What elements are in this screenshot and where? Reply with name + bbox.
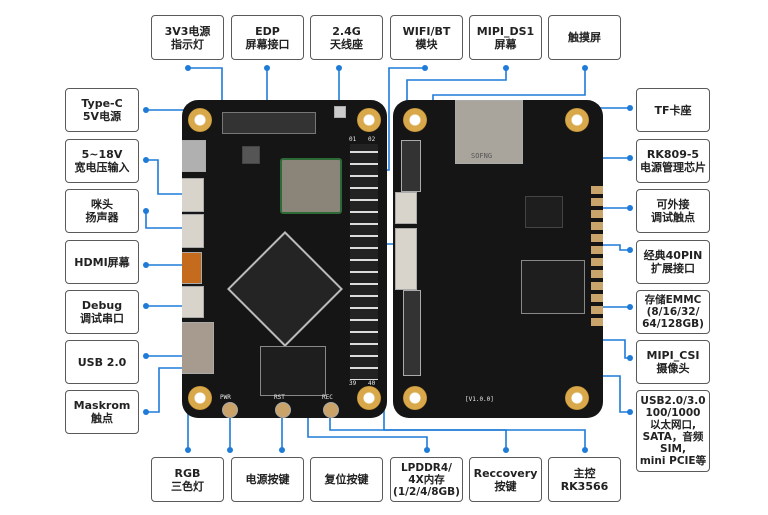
silk-pin-39: 39 — [349, 380, 357, 387]
pin-header — [350, 144, 378, 380]
power-button — [222, 402, 238, 418]
line-wide-voltage — [146, 159, 192, 195]
mount-hole — [357, 108, 381, 132]
mount-hole — [403, 386, 427, 410]
mount-hole — [188, 386, 212, 410]
label-debug-pads: 可外接调试触点 — [636, 189, 710, 233]
silk-pin-02: 02 — [368, 136, 376, 143]
edp-connector — [222, 112, 316, 134]
recovery-button — [323, 402, 339, 418]
label-lpddr4: LPDDR4/4X内存(1/2/4/8GB) — [390, 457, 463, 502]
line-speaker — [145, 211, 192, 229]
label-touch: 触摸屏 — [548, 15, 621, 60]
mount-hole — [565, 108, 589, 132]
typec-port — [182, 140, 206, 172]
mount-hole — [403, 108, 427, 132]
mount-hole — [357, 386, 381, 410]
pmic-chip — [525, 196, 563, 228]
label-tf: TF卡座 — [636, 88, 710, 132]
label-reset-btn: 复位按键 — [310, 457, 383, 502]
silk-pwr: PWR — [220, 394, 231, 401]
power-input-port — [182, 178, 204, 212]
silk-pin-01: 01 — [349, 136, 357, 143]
silk-tf-brand: SOFNG — [471, 152, 493, 160]
lpddr4-chip — [260, 346, 326, 396]
mount-hole — [188, 108, 212, 132]
mount-hole — [565, 386, 589, 410]
touch-connector — [395, 192, 417, 224]
label-hdmi: HDMI屏幕 — [65, 240, 139, 284]
dsi2-connector — [395, 228, 417, 290]
silk-pin-40: 40 — [368, 380, 376, 387]
speaker-port — [182, 214, 204, 248]
usb-port — [182, 322, 214, 374]
label-emmc: 存储EMMC(8/16/32/64/128GB) — [636, 290, 710, 334]
label-led-3v3: 3V3电源指示灯 — [151, 15, 224, 60]
debug-port — [182, 286, 204, 318]
line-led-3v3 — [188, 67, 223, 108]
silk-rst: RST — [274, 394, 285, 401]
antenna-connector — [334, 106, 346, 118]
debug-pads — [591, 186, 603, 326]
reset-button — [275, 402, 291, 418]
label-power-btn: 电源按键 — [231, 457, 304, 502]
emmc-chip — [521, 260, 585, 314]
wifi-bt-module — [280, 158, 342, 214]
silk-version: [V1.0.0] — [465, 396, 494, 403]
inductor — [242, 146, 260, 164]
label-speaker: 咪头扬声器 — [65, 189, 139, 233]
soc-chip — [227, 231, 343, 347]
hdmi-port — [182, 252, 202, 284]
board-back: SOFNG [V1.0.0] — [393, 100, 603, 418]
label-usb2: USB 2.0 — [65, 340, 139, 384]
board-front: 01 02 39 40 PWR RST REC — [182, 100, 387, 418]
csi-connector — [403, 290, 421, 376]
silk-rec: REC — [322, 394, 333, 401]
tf-card-slot — [455, 100, 523, 164]
mipi-dsi-connector — [401, 140, 421, 192]
